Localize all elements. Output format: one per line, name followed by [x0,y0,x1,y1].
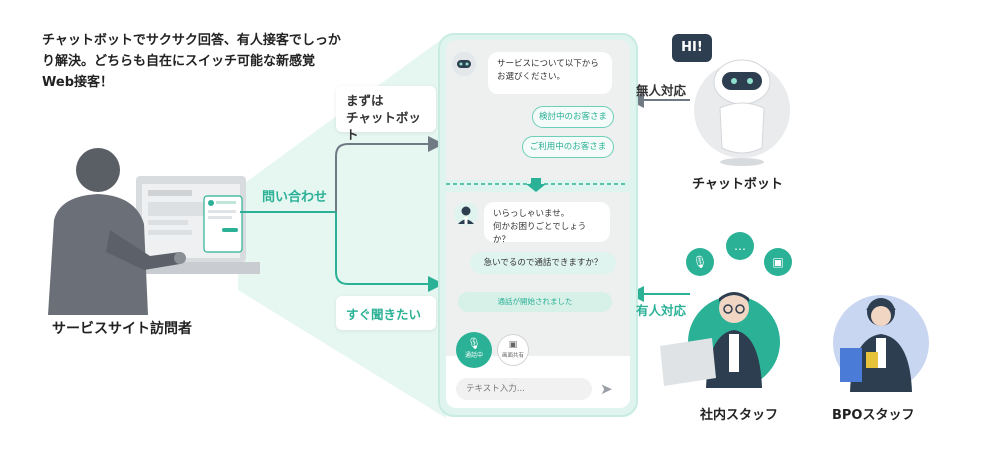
inquiry-label: 問い合わせ [262,190,328,205]
visitor-illustration [48,148,260,315]
microphone-icon: 🎙 [467,337,481,350]
manned-route-arrow [335,212,444,292]
visitor-arm [106,230,180,270]
document [840,348,862,382]
screen-share-button[interactable]: ▣ 画面共有 [497,334,529,366]
visitor-head [76,148,120,192]
call-started-notice: 通話が開始されました [458,292,612,312]
inhouse-staff-label: 社内スタッフ [700,408,779,423]
chatbot-route-arrow [335,136,444,212]
chatbot-first-label: まずは チャットボット [336,86,436,142]
hi-speech-bubble: HI! [672,34,712,62]
transition-arrow-icon [526,184,546,192]
robot-avatar-icon [452,52,476,76]
unmanned-label: 無人対応 [636,83,687,98]
bpo-staff-label: BPOスタッフ [832,408,915,423]
option-considering-button[interactable]: 検討中のお客さま [532,106,614,128]
send-icon[interactable]: ➤ [600,380,613,398]
headline: チャットボットでサクサク回答、有人接客でしっかり解決。どちらも自在にスイッチ可能… [42,33,341,90]
ask-now-label: すぐ聞きたい [336,296,436,330]
screen-transition [446,178,628,192]
staff-avatar [454,202,478,226]
screen-share-bubble-icon: ▣ [764,248,792,276]
screen-share-icon: ▣ [508,340,518,350]
bot-greeting-bubble: サービスについて以下から お選びください。 [488,52,612,94]
message-input[interactable] [456,378,592,400]
robot-illustration [694,59,790,166]
inhouse-staff-illustration [660,292,780,388]
call-button[interactable]: 🎙 通話中 [456,332,492,368]
bpo-staff-illustration [833,295,929,392]
chatbot-label: チャットボット [692,177,783,192]
microphone-bubble-icon: 🎙 [686,248,714,276]
visitor-body [48,194,148,315]
option-current-user-button[interactable]: ご利用中のお客さま [522,136,614,158]
manned-label: 有人対応 [636,303,687,318]
laptop [660,338,716,386]
visitor-label: サービスサイト訪問者 [52,321,192,337]
staff-greeting-bubble: いらっしゃいませ。 何かお困りごとでしょうか？ [484,202,610,245]
chat-bubble-icon: … [726,232,754,260]
user-message-bubble: 急いでるので通話できますか？ [470,252,616,274]
